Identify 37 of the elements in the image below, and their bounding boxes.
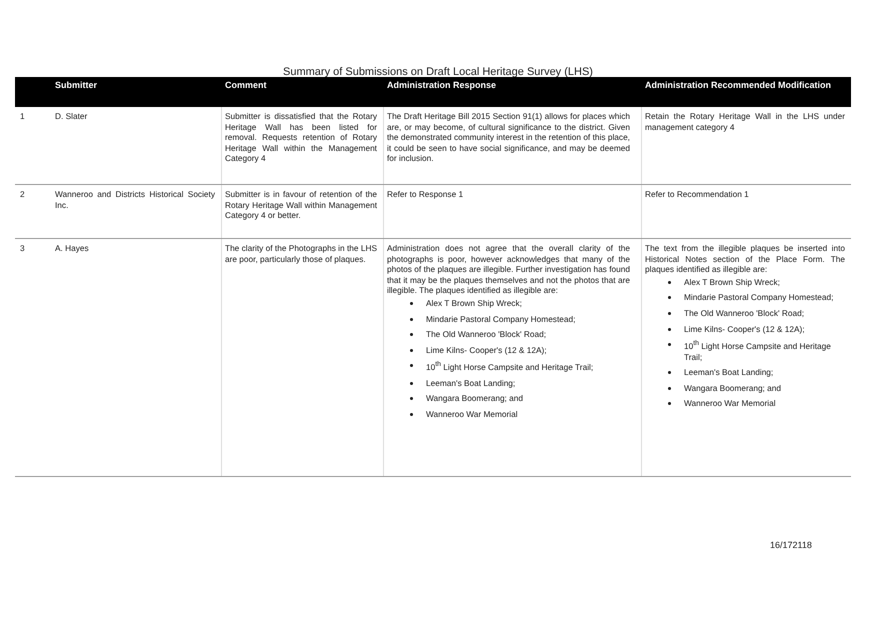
- cell-text: A. Hayes: [55, 243, 90, 254]
- bullet-item: The Old Wanneroo 'Block' Road;: [409, 329, 630, 340]
- bullet-item: Leeman's Boat Landing;: [409, 378, 630, 388]
- column-header: Administration Recommended Modification: [645, 80, 832, 91]
- cell-text: Wanneroo and Districts Historical Society Inc.: [55, 189, 215, 210]
- bullet-item: Wangara Boomerang; and: [409, 393, 630, 404]
- page-title: Summary of Submissions on Draft Local Heritage Survey (LHS): [282, 66, 594, 78]
- cell-text: Retain the Rotary Heritage Wall in the LHS under management category 4: [645, 111, 845, 132]
- bullet-item: Mindarie Pastoral Company Homestead;: [409, 314, 630, 324]
- row-number: 2: [20, 189, 26, 200]
- row-number: 3: [20, 243, 26, 254]
- bullet-item: Wanneroo War Memorial: [667, 398, 845, 409]
- cell-text: The Draft Heritage Bill 2015 Section 91(1) allows for places which are, or may become, of cultural significance to the district. Given the demonstrated community interest in the retention of this place, it could be seen to have social significance, and may be deemed for inclusion.: [387, 111, 630, 164]
- bullet-item: Wanneroo War Memorial: [409, 408, 630, 420]
- cell-text: Refer to Response 1: [387, 189, 464, 200]
- bullet-item: Leeman's Boat Landing;: [667, 367, 845, 378]
- bullet-item: The Old Wanneroo 'Block' Road;: [667, 308, 845, 319]
- cell-text: Submitter is dissatisfied that the Rotary Heritage Wall has been listed for removal. Requests retention of Rotary Heritage Wall within the Management Category 4: [225, 111, 377, 164]
- bullet-item: Wangara Boomerang; and: [667, 382, 845, 394]
- bullet-item: Alex T Brown Ship Wreck;: [667, 276, 845, 288]
- cell-text: Refer to Recommendation 1: [645, 189, 750, 200]
- cell-text: Submitter is in favour of retention of the Rotary Heritage Wall within Management Category 4 or better.: [225, 189, 377, 221]
- bullet-item: Lime Kilns- Cooper's (12 & 12A);: [667, 324, 845, 334]
- column-header: Submitter: [55, 80, 98, 91]
- column-header: Administration Response: [387, 80, 498, 91]
- bullet-item: 10$^{th}$ Light Horse Campsite and Heritage Trail;: [667, 339, 845, 362]
- document-number: 16/172118: [770, 540, 812, 550]
- cell-text: D. Slater: [55, 111, 88, 122]
- cell-text: The clarity of the Photographs in the LHS are poor, particularly those of plaques.: [225, 243, 377, 264]
- bullet-item: Mindarie Pastoral Company Homestead;: [667, 292, 845, 303]
- bullet-item: Lime Kilns- Cooper's (12 & 12A);: [409, 344, 630, 356]
- cell-text: Administration does not agree that the overall clarity of the photographs is poor, however acknowledges that many of the photos of the plaques are illegible. Further investigation has found that it may be the plaques themselves and not the photos that are illegible. The plaques identified as illegible are:: [387, 243, 630, 296]
- bullet-item: 10$^{th}$ Light Horse Campsite and Heritage Trail;: [409, 360, 630, 373]
- cell-text: The text from the illegible plaques be inserted into Historical Notes section of the Place Form. The plaques identified as illegible are:: [645, 243, 845, 275]
- bullet-item: Alex T Brown Ship Wreck;: [409, 298, 630, 309]
- column-header: Comment: [225, 80, 268, 91]
- row-number: 1: [20, 111, 26, 122]
